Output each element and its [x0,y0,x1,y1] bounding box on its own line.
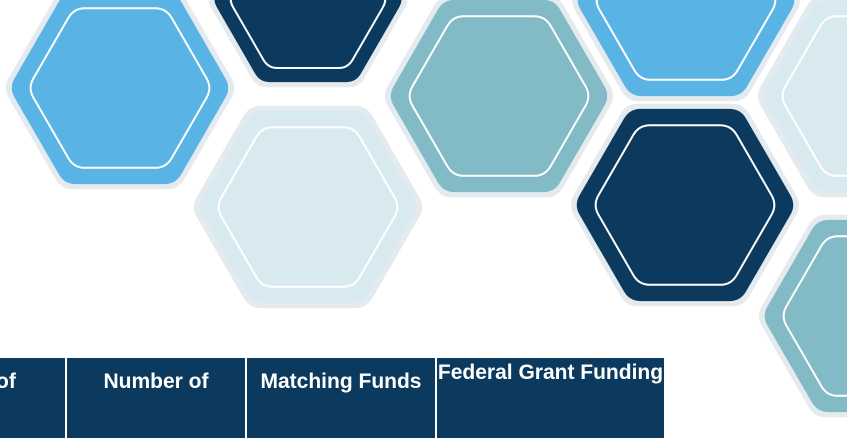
hex-pale-right-edge [757,0,847,198]
column-header-partial: of [0,358,67,438]
hexagon-body [11,0,229,185]
hexagon-outline [781,15,847,177]
hex-teal-top [384,0,614,198]
hexagon-body [764,219,847,413]
column-header-number-of: Number of [67,358,247,438]
hex-pale-center [193,105,423,309]
hexagon-outline [229,0,387,69]
table-header-row: of Number of Matching Funds Federal Gran… [0,358,664,438]
column-header-matching-funds: Matching Funds [247,358,437,438]
hexagon-body [214,0,402,83]
hex-navy-top [208,0,408,88]
hexagon-outline [594,124,776,286]
hexagon-outline [782,235,847,397]
hexagon-outline [217,126,399,288]
hexagon-outline [408,15,590,177]
hexagon-outline [29,7,211,169]
hexagon-body [199,110,417,304]
hexagon-body [576,108,794,302]
column-header-federal-grant-funding: Federal Grant Funding [437,361,664,384]
hex-navy-right [570,103,800,307]
hex-sky-top-right [571,0,801,102]
hexagon-body [577,0,795,97]
hexagon-body [390,0,608,193]
hex-teal-bottom-right [758,214,847,418]
hexagon-body [763,0,847,193]
hexagon-outline [595,0,777,81]
hex-sky-left [5,0,235,190]
hexagon-decoration [5,0,847,418]
